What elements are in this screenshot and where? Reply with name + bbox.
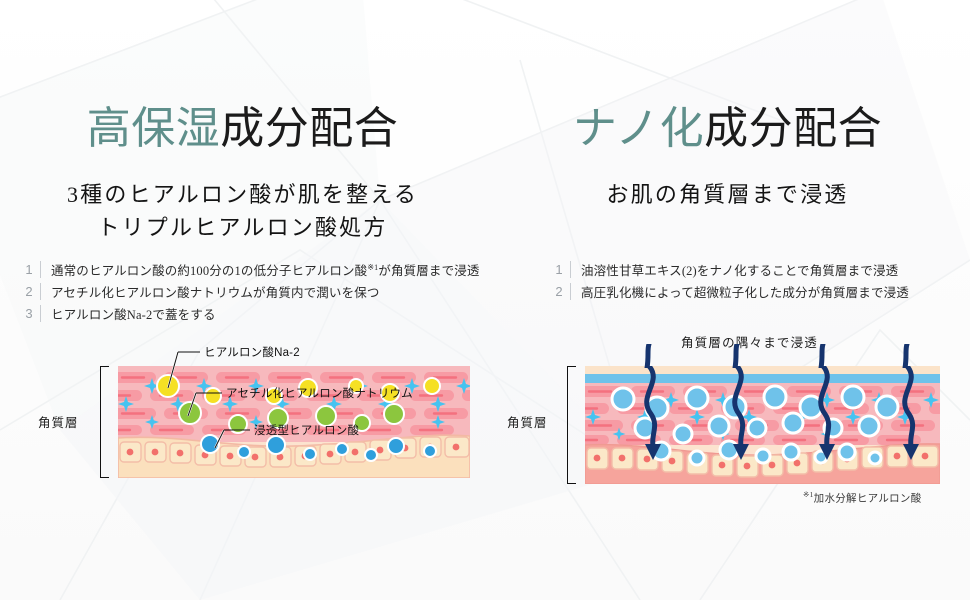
left-heading-accent: 高保湿	[86, 104, 221, 153]
list-item-number: 2	[25, 283, 33, 299]
left-layer-bracket	[100, 366, 109, 478]
list-item: 3 ヒアルロン酸Na-2で蓋をする	[18, 302, 473, 324]
right-heading: ナノ化成分配合	[485, 104, 970, 153]
list-divider	[40, 304, 41, 322]
left-heading-rest: 成分配合	[220, 104, 399, 153]
list-divider	[570, 260, 571, 278]
list-item-text: 油溶性甘草エキス(2)をナノ化することで角質層まで浸透	[581, 263, 899, 278]
right-layer-bracket	[567, 366, 576, 484]
left-feature-list: 1 通常のヒアルロン酸の約100分の1の低分子ヒアルロン酸※1が角質層まで浸透 …	[18, 258, 479, 324]
left-heading: 高保湿成分配合	[0, 104, 485, 153]
list-item: 2 アセチル化ヒアルロン酸ナトリウムが角質内で潤いを保つ	[18, 280, 473, 302]
list-divider	[570, 282, 571, 300]
right-layer-label: 角質層	[507, 416, 548, 430]
list-divider	[40, 260, 41, 278]
list-item-text: 通常のヒアルロン酸の約100分の1の低分子ヒアルロン酸※1が角質層まで浸透	[51, 262, 480, 278]
list-item-number: 1	[555, 261, 563, 277]
left-callout-leaders	[167, 351, 250, 449]
left-subtitle-line1: 3種のヒアルロン酸が肌を整える	[66, 182, 419, 207]
list-item-text: ヒアルロン酸Na-2で蓋をする	[51, 307, 216, 322]
right-skin-cross-section	[585, 366, 940, 484]
left-callout-2-label: アセチル化ヒアルロン酸ナトリウム	[226, 388, 413, 400]
right-subtitle-line1: お肌の角質層まで浸透	[606, 182, 849, 207]
left-subtitle: 3種のヒアルロン酸が肌を整える トリプルヒアルロン酸処方	[0, 178, 485, 244]
footnote-marker: ※1	[803, 490, 814, 499]
right-diagram-top-label: 角質層の隅々まで浸透	[681, 336, 819, 350]
left-subtitle-line2: トリプルヒアルロン酸処方	[97, 215, 388, 240]
left-skin-cross-section	[118, 366, 470, 478]
left-callout-3-label: 浸透型ヒアルロン酸	[254, 425, 360, 437]
footnote-marker: ※1	[367, 262, 379, 272]
list-item-number: 1	[25, 261, 33, 277]
list-item: 1 通常のヒアルロン酸の約100分の1の低分子ヒアルロン酸※1が角質層まで浸透	[18, 258, 479, 280]
left-callout-1-label: ヒアルロン酸Na-2	[204, 347, 300, 359]
list-item-number: 3	[25, 305, 33, 321]
left-skin-diagram: 角質層	[0, 330, 485, 510]
right-heading-rest: 成分配合	[704, 104, 883, 153]
list-item-number: 2	[555, 283, 563, 299]
right-footnote: ※1加水分解ヒアルロン酸	[803, 490, 922, 506]
list-item-text: アセチル化ヒアルロン酸ナトリウムが角質内で潤いを保つ	[51, 285, 380, 300]
left-layer-label: 角質層	[38, 416, 79, 430]
list-item: 2 高圧乳化機によって超微粒子化した成分が角質層まで浸透	[548, 280, 958, 302]
right-subtitle: お肌の角質層まで浸透	[485, 178, 970, 211]
right-feature-list: 1 油溶性甘草エキス(2)をナノ化することで角質層まで浸透 2 高圧乳化機によっ…	[548, 258, 958, 302]
list-item-text: 高圧乳化機によって超微粒子化した成分が角質層まで浸透	[581, 285, 909, 300]
right-heading-accent: ナノ化	[572, 104, 705, 153]
panel-left: 高保湿成分配合 3種のヒアルロン酸が肌を整える トリプルヒアルロン酸処方 1 通…	[0, 104, 485, 510]
panel-right: ナノ化成分配合 お肌の角質層まで浸透	[485, 0, 970, 600]
list-item: 1 油溶性甘草エキス(2)をナノ化することで角質層まで浸透	[548, 258, 958, 280]
right-skin-diagram: 角質層の隅々まで浸透 角質層	[485, 330, 970, 520]
list-divider	[40, 282, 41, 300]
right-arrow-tails	[644, 344, 910, 368]
footnote-text: 加水分解ヒアルロン酸	[813, 493, 922, 505]
